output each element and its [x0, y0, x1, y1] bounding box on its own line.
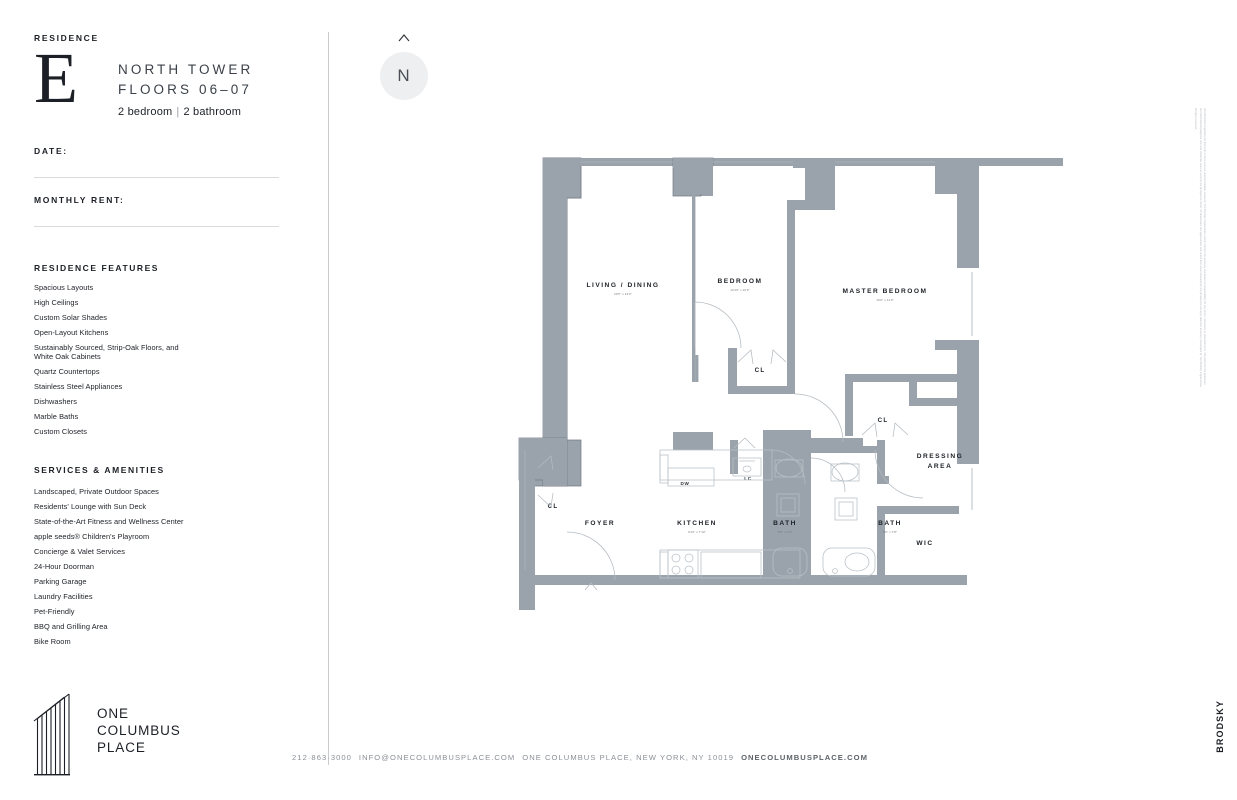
floor-plan-svg: .w { fill:#9aa3ab; stroke:#717b85; strok… — [518, 157, 1063, 610]
room-label-cl-bedroom: CL — [755, 367, 766, 374]
residence-features-heading: RESIDENCE FEATURES — [34, 263, 160, 273]
list-item: Residents' Lounge with Sun Deck — [34, 501, 147, 511]
unit-identity-block: E NORTH TOWER FLOORS 06–07 2 bedroom|2 b… — [30, 42, 300, 126]
list-item: Stainless Steel Appliances — [34, 382, 123, 391]
panel-divider — [328, 32, 329, 765]
legal-disclaimer-vertical: All information regarding the floor plan… — [1194, 108, 1206, 388]
list-item: Sustainably Sourced, Strip-Oak Floors, a… — [34, 342, 179, 362]
room-label-bath-2: BATH — [878, 520, 902, 527]
list-item: High Ceilings — [34, 297, 79, 307]
footer-email[interactable]: INFO@ONECOLUMBUSPLACE.COM — [358, 753, 516, 762]
list-item: 24-Hour Doorman — [34, 561, 95, 571]
room-dims-bath-1: 5'6" x 7'4" — [778, 530, 792, 534]
room-dims-bedroom: 13'10" x 10'0" — [730, 288, 750, 292]
appliance-label-linen-closet: LC — [744, 476, 752, 481]
list-item: Bike Room — [34, 636, 71, 646]
residence-features-list: Spacious Layouts High Ceilings Custom So… — [34, 283, 194, 442]
monthly-rent-label: MONTHLY RENT: — [34, 195, 125, 205]
unit-floors: FLOORS 06–07 — [118, 82, 253, 97]
compass-north-label: N — [397, 66, 411, 85]
footer-phone: 212·863·3000 — [292, 753, 352, 762]
list-item: Quartz Countertops — [34, 367, 100, 377]
room-dims-master-bedroom: 15'0" x 11'0" — [876, 298, 894, 302]
unit-bed-bath: 2 bedroom|2 bathroom — [118, 106, 253, 118]
room-label-living-dining: LIVING / DINING — [586, 282, 659, 289]
unit-tower: NORTH TOWER — [118, 62, 254, 77]
list-item: Custom Solar Shades — [34, 312, 108, 322]
brodsky-credit: BRODSKY — [1215, 700, 1225, 753]
list-item: Marble Baths — [34, 411, 79, 421]
list-item: Open-Layout Kitchens — [34, 327, 109, 337]
unit-detail-lines: NORTH TOWER FLOORS 06–07 2 bedroom|2 bat… — [118, 60, 253, 118]
date-write-line[interactable] — [34, 177, 279, 178]
list-item: BBQ and Grilling Area — [34, 621, 108, 631]
logo-line-2: COLUMBUS — [97, 723, 181, 738]
room-label-wic: WIC — [916, 540, 933, 547]
date-label: DATE: — [34, 146, 68, 156]
room-label-cl-master: CL — [878, 417, 889, 424]
room-label-master-bedroom: MASTER BEDROOM — [842, 288, 927, 295]
services-amenities-heading: SERVICES & AMENITIES — [34, 465, 165, 475]
list-item: apple seeds® Children's Playroom — [34, 531, 150, 541]
room-label-bedroom: BEDROOM — [718, 278, 763, 285]
room-label-dressing-area-line1: DRESSING — [917, 453, 963, 460]
room-label-foyer: FOYER — [585, 520, 615, 527]
date-field: DATE: — [34, 146, 279, 178]
room-label-bath-1: BATH — [773, 520, 797, 527]
one-columbus-place-logo: ONE COLUMBUS PLACE — [33, 682, 213, 777]
room-dims-kitchen: 9'10" x 7'10" — [688, 530, 706, 534]
list-item: Dishwashers — [34, 396, 77, 406]
list-item: Pet-Friendly — [34, 606, 75, 616]
monthly-rent-write-line[interactable] — [34, 226, 279, 227]
logo-line-3: PLACE — [97, 740, 146, 755]
list-item: Laundry Facilities — [34, 591, 93, 601]
room-dims-bath-2: 5'6" x 7'8" — [883, 530, 897, 534]
logo-wordmark: ONE COLUMBUS PLACE — [97, 705, 181, 756]
footer-address: ONE COLUMBUS PLACE, NEW YORK, NY 10019 — [522, 753, 735, 762]
unit-bathrooms: 2 bathroom — [183, 106, 242, 118]
floor-plan-drawing: .w { fill:#9aa3ab; stroke:#717b85; strok… — [505, 150, 1095, 610]
room-dims-living-dining: 20'5" x 13'0" — [614, 292, 632, 296]
room-label-cl-foyer: CL — [548, 503, 559, 510]
chevron-up-icon — [398, 34, 410, 42]
unit-bedrooms: 2 bedroom — [118, 106, 173, 118]
logo-line-1: ONE — [97, 706, 129, 721]
appliance-label-dishwasher: DW — [680, 481, 689, 486]
list-item: Landscaped, Private Outdoor Spaces — [34, 487, 159, 496]
services-amenities-list: Landscaped, Private Outdoor Spaces Resid… — [34, 487, 194, 652]
list-item: Spacious Layouts — [34, 283, 94, 292]
list-item: Parking Garage — [34, 576, 87, 586]
list-item: Custom Closets — [34, 426, 88, 436]
list-item: Concierge & Valet Services — [34, 546, 125, 556]
unit-separator: | — [176, 106, 180, 118]
north-compass: N — [380, 34, 428, 100]
room-label-dressing-area-line2: AREA — [928, 463, 953, 470]
unit-letter: E — [34, 38, 78, 118]
left-info-panel: RESIDENCE E NORTH TOWER FLOORS 06–07 2 b… — [0, 0, 328, 800]
logo-mark-icon — [33, 693, 70, 776]
footer-website[interactable]: ONECOLUMBUSPLACE.COM — [741, 753, 868, 762]
list-item: State-of-the-Art Fitness and Wellness Ce… — [34, 516, 184, 526]
compass-dial — [380, 52, 428, 100]
footer-contact-bar: 212·863·3000 INFO@ONECOLUMBUSPLACE.COM ONE… — [0, 753, 1160, 762]
residence-kicker: RESIDENCE — [34, 33, 99, 43]
monthly-rent-field: MONTHLY RENT: — [34, 195, 279, 227]
room-label-kitchen: KITCHEN — [677, 520, 717, 527]
